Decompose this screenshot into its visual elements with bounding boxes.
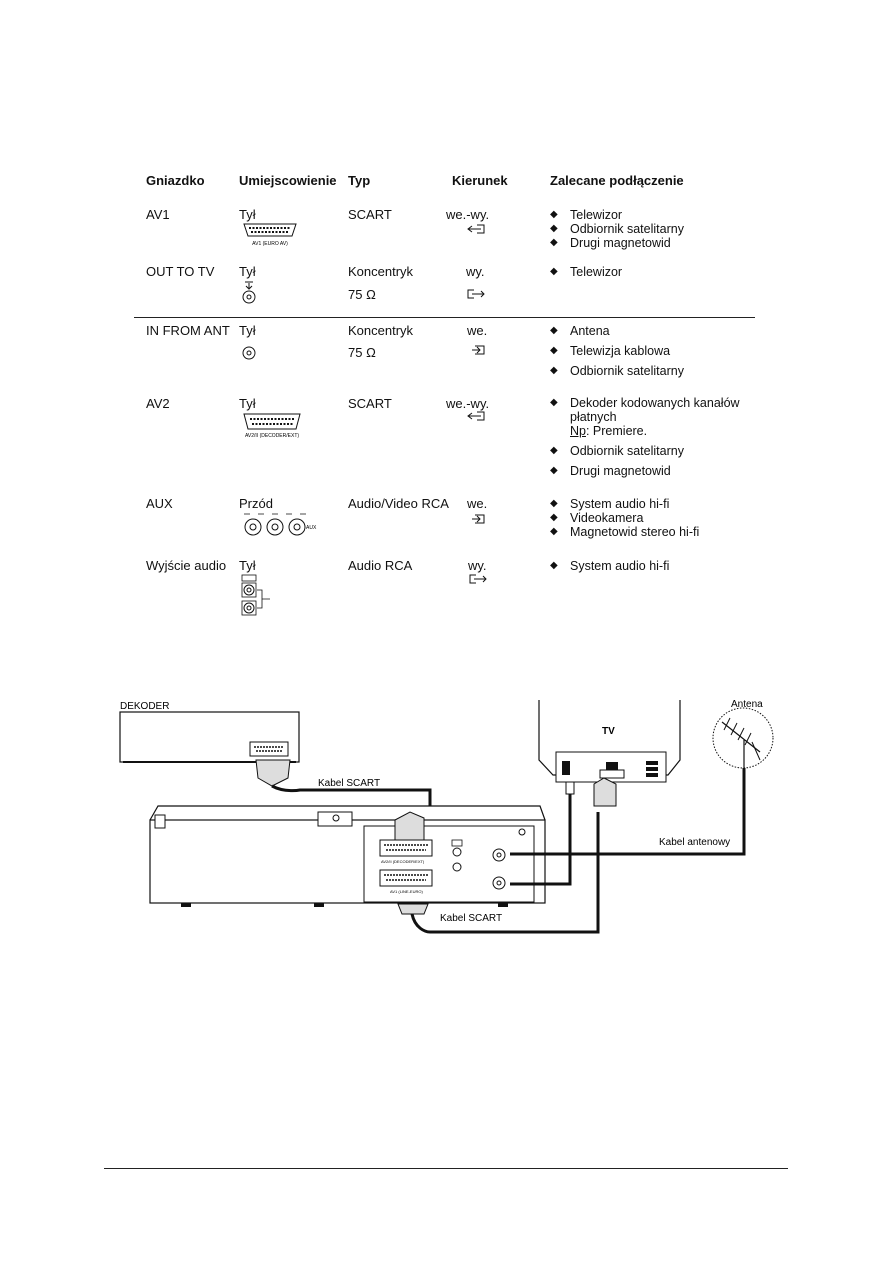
scart-cable-bottom <box>410 812 600 934</box>
list-item: Videokamera <box>550 511 699 525</box>
socket-name: Wyjście audio <box>146 558 227 573</box>
rca-jacks-icon: AUX <box>244 513 317 536</box>
in-arrow-icon <box>472 345 485 355</box>
in-arrow-icon <box>472 514 485 524</box>
antenna-label: Antena <box>731 699 763 710</box>
connection-list: Antena Telewizja kablowa Odbiornik satel… <box>550 324 684 378</box>
location: Tył <box>239 323 256 338</box>
jack-caption: AUX <box>306 525 317 531</box>
socket-name: OUT TO TV <box>146 264 215 279</box>
antenna-cable <box>510 765 746 856</box>
tv-label: TV <box>602 726 615 737</box>
location: Przód <box>239 496 273 511</box>
list-item: System audio hi-fi <box>550 559 669 573</box>
scart-plug-decoder <box>255 759 291 787</box>
header-connection: Zalecane podłączenie <box>550 173 684 188</box>
list-item: System audio hi-fi <box>550 497 699 511</box>
connection-list: System audio hi-fi <box>550 559 669 573</box>
header-location: Umiejscowienie <box>239 173 337 188</box>
list-item: Telewizor <box>550 208 684 222</box>
scart-plug-av1 <box>397 903 429 915</box>
list-item: Drugi magnetowid <box>550 236 684 250</box>
connection-list: Telewizor <box>550 265 622 279</box>
decoder-label: DEKODER <box>120 701 169 712</box>
scart-cable-top <box>271 784 432 822</box>
socket-type: Koncentryk <box>348 323 414 338</box>
coax-jack-icon <box>242 281 256 304</box>
coax-plug-tv <box>565 781 575 795</box>
socket-name: IN FROM ANT <box>146 323 230 338</box>
section-divider <box>134 317 755 318</box>
vcr-device: AV2/II (DECODER/EXT) AV1 (LINE-EURO) <box>149 805 546 907</box>
in-out-arrow-icon <box>467 411 485 421</box>
socket-name: AV1 <box>146 207 170 222</box>
socket-type: Koncentryk <box>348 264 414 279</box>
connection-diagram: DEKODER Kabel SCART AV2/II (DECODER/EXT)… <box>119 699 774 934</box>
footer-rule <box>104 1168 788 1169</box>
header-type: Typ <box>348 173 371 188</box>
impedance: 75 Ω <box>348 287 376 302</box>
socket-name: AUX <box>146 496 173 511</box>
cable-label-scart-bottom: Kabel SCART <box>440 913 502 924</box>
audio-rca-jacks-icon <box>241 574 270 616</box>
tv-device: TV <box>538 700 681 783</box>
direction: we. <box>467 496 488 511</box>
direction: we.-wy. <box>446 396 490 411</box>
location: Tył <box>239 396 256 411</box>
note-prefix: Np <box>570 424 586 438</box>
list-item: Antena <box>550 324 684 338</box>
list-item: Drugi magnetowid <box>550 464 765 478</box>
out-arrow-icon <box>469 574 487 584</box>
location: Tył <box>239 558 256 573</box>
scart-plug-av2 <box>394 811 425 841</box>
jack-caption: AV2/II (DECODER/EXT) <box>245 433 299 439</box>
coax-jack-icon <box>242 346 256 360</box>
panel-av1-label: AV1 (LINE-EURO) <box>390 889 423 894</box>
jack-caption: AV1 (EURO AV) <box>252 241 288 247</box>
antenna-icon: Antena <box>712 699 774 769</box>
direction: wy. <box>466 264 485 279</box>
scart-jack-icon: AV2/II (DECODER/EXT) <box>243 413 301 439</box>
socket-type: SCART <box>348 396 392 411</box>
cable-label-antenna: Kabel antenowy <box>659 837 730 848</box>
coax-cable-tv <box>510 784 572 886</box>
in-out-arrow-icon <box>467 224 485 234</box>
list-item: Odbiornik satelitarny <box>550 222 684 236</box>
connection-list: Telewizor Odbiornik satelitarny Drugi ma… <box>550 208 684 250</box>
cable-label-scart-top: Kabel SCART <box>318 778 380 789</box>
list-item: Odbiornik satelitarny <box>550 444 765 458</box>
direction: we. <box>467 323 488 338</box>
list-item: Telewizja kablowa <box>550 344 684 358</box>
out-arrow-icon <box>467 289 485 299</box>
scart-plug-tv <box>593 777 617 807</box>
socket-name: AV2 <box>146 396 170 411</box>
header-direction: Kierunek <box>452 173 508 188</box>
list-item: Magnetowid stereo hi-fi <box>550 525 699 539</box>
note-text: : Premiere. <box>585 424 648 438</box>
direction: we.-wy. <box>446 207 490 222</box>
socket-type: Audio/Video RCA <box>348 496 449 511</box>
location: Tył <box>239 264 256 279</box>
scart-jack-icon: AV1 (EURO AV) <box>243 223 297 247</box>
decoder-device: DEKODER <box>119 701 300 763</box>
direction: wy. <box>468 558 487 573</box>
connection-list: Dekoder kodowanych kanałów płatnych Np: … <box>550 396 765 478</box>
location: Tył <box>239 207 256 222</box>
socket-type: Audio RCA <box>348 558 413 573</box>
list-item: Telewizor <box>550 265 622 279</box>
header-socket: Gniazdko <box>146 173 205 188</box>
impedance: 75 Ω <box>348 345 376 360</box>
socket-type: SCART <box>348 207 392 222</box>
panel-av2-label: AV2/II (DECODER/EXT) <box>381 859 425 864</box>
list-item: Odbiornik satelitarny <box>550 364 684 378</box>
connection-list: System audio hi-fi Videokamera Magnetowi… <box>550 497 699 539</box>
list-item: Dekoder kodowanych kanałów płatnych Np: … <box>550 396 765 438</box>
